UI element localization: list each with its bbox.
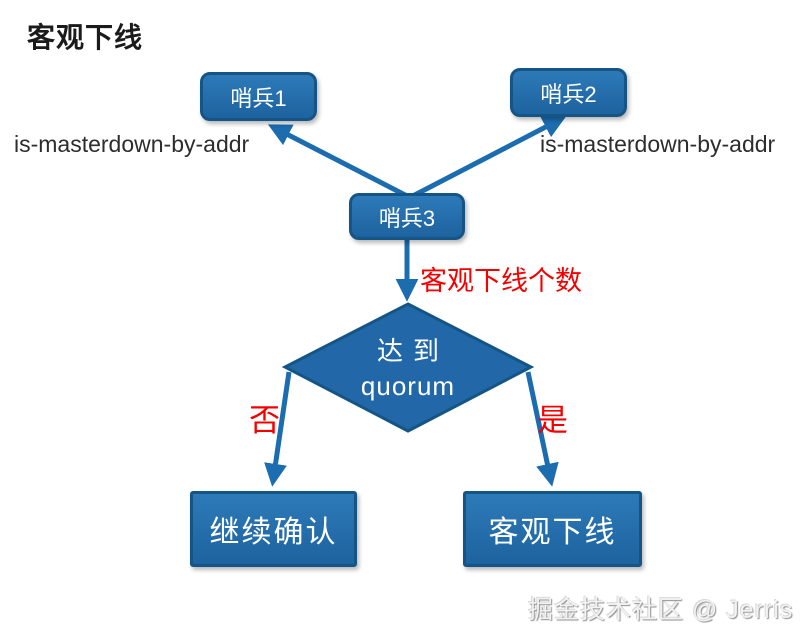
node-sentinel2: 哨兵2 — [510, 68, 627, 117]
edge-label-right-query: is-masterdown-by-addr — [540, 131, 776, 157]
decision-node-label-line1: 达到 — [376, 336, 449, 366]
node-continue-confirm-label: 继续确认 — [209, 516, 338, 549]
edge-label-yes: 是 — [537, 403, 568, 439]
node-sentinel1: 哨兵1 — [200, 72, 317, 121]
node-objective-offline-label: 客观下线 — [488, 516, 617, 549]
node-sentinel1-label: 哨兵1 — [230, 85, 287, 111]
node-sentinel3: 哨兵3 — [349, 193, 465, 240]
edge-label-offline-count: 客观下线个数 — [420, 266, 582, 297]
node-sentinel2-label: 哨兵2 — [540, 81, 597, 107]
node-sentinel3-label: 哨兵3 — [378, 205, 436, 231]
edge-label-no: 否 — [249, 403, 280, 439]
edge-sentinel3-to-sentinel2 — [405, 116, 567, 202]
page-title: 客观下线 — [27, 22, 144, 53]
edge-label-left-query: is-masterdown-by-addr — [14, 131, 250, 157]
decision-node-label-line2: quorum — [360, 371, 456, 401]
node-objective-offline: 客观下线 — [463, 491, 642, 567]
watermark: 掘金技术社区 @ Jerris — [528, 596, 794, 624]
node-continue-confirm: 继续确认 — [190, 491, 357, 567]
edge-sentinel3-to-sentinel1 — [267, 124, 411, 200]
